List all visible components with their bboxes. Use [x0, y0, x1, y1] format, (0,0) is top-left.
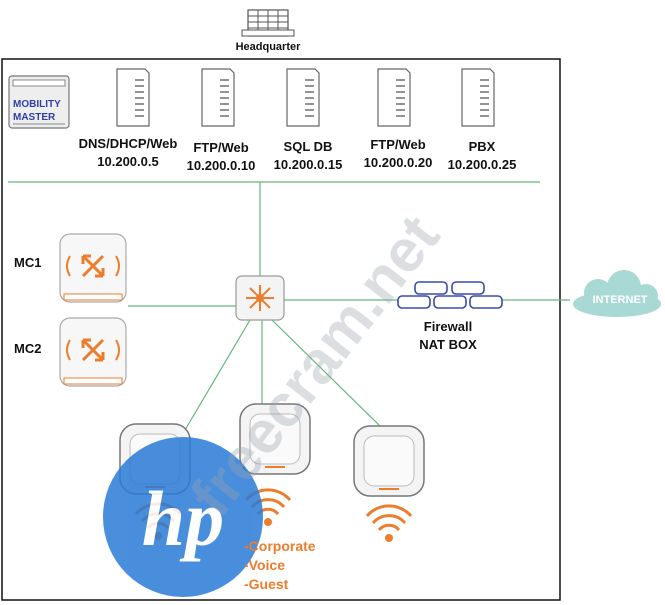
server-icon [116, 68, 150, 127]
controller-mc1 [59, 233, 127, 303]
server-icon [286, 68, 320, 127]
firewall-icon [397, 281, 503, 309]
ssid-label: -Guest [244, 576, 289, 592]
firewall-sublabel: NAT BOX [419, 337, 477, 352]
wifi-signal-icon [365, 504, 413, 542]
server-icon [201, 68, 235, 127]
server-name: DNS/DHCP/Web [79, 136, 178, 151]
server-icon [461, 68, 495, 127]
server-name: PBX [469, 139, 496, 154]
controller-label: MC2 [14, 341, 41, 356]
server-icon [377, 68, 411, 127]
server-name: FTP/Web [193, 140, 248, 155]
server-name: FTP/Web [370, 137, 425, 152]
watermark-logo: hp [103, 437, 263, 597]
mobility-master-appliance: MOBILITY MASTER [8, 75, 70, 129]
firewall-label: Firewall [424, 319, 472, 334]
controller-label: MC1 [14, 255, 41, 270]
access-point-icon [353, 425, 425, 497]
server-name: SQL DB [284, 139, 333, 154]
server-ip: 10.200.0.20 [364, 155, 433, 170]
svg-text:hp: hp [142, 475, 224, 562]
server-ip: 10.200.0.25 [448, 157, 517, 172]
access-point-icon [239, 403, 311, 475]
server-ip: 10.200.0.5 [97, 154, 158, 169]
headquarter-boundary [1, 58, 561, 601]
headquarter-label: Headquarter [236, 41, 302, 53]
mobility-master-line1: MOBILITY [13, 99, 61, 110]
internet-label: INTERNET [593, 294, 648, 306]
mobility-master-line2: MASTER [13, 112, 56, 123]
ssid-label: -Corporate [244, 538, 316, 554]
controller-mc2 [59, 317, 127, 387]
server-ip: 10.200.0.10 [187, 158, 256, 173]
ssid-label: -Voice [244, 557, 285, 573]
server-ip: 10.200.0.15 [274, 157, 343, 172]
network-links [8, 181, 570, 431]
internet-cloud-icon [573, 270, 661, 317]
building-icon [241, 9, 295, 37]
switch-icon [235, 275, 285, 321]
